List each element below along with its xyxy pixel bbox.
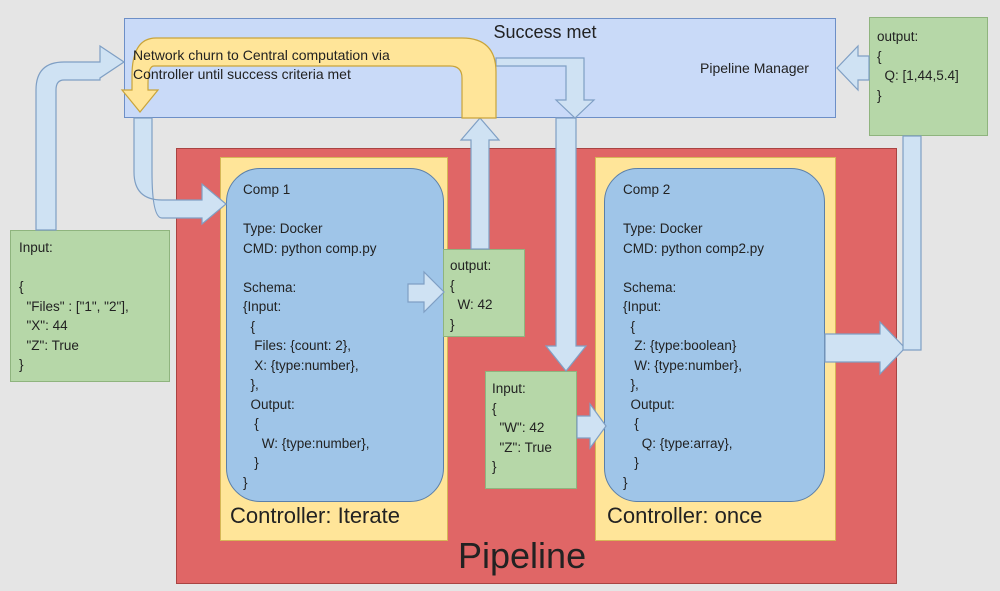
input1-note bbox=[10, 230, 170, 382]
output2-note bbox=[869, 17, 988, 136]
success-met-label: Success met bbox=[493, 22, 597, 42]
input2-note bbox=[485, 371, 577, 489]
churn-description: Network churn to Central computation via… bbox=[133, 47, 390, 82]
arrow-output2-stem bbox=[902, 135, 922, 351]
pipeline-label: Pipeline bbox=[458, 535, 587, 576]
arrow-churn-loop bbox=[120, 37, 497, 119]
comp1-text: Comp 1 Type: Docker CMD: python comp.py … bbox=[243, 182, 377, 490]
arrow-input1-to-manager bbox=[35, 44, 126, 231]
output2-text: output: { Q: [1,44,5.4] } bbox=[877, 29, 959, 103]
pipeline-manager-label: Pipeline Manager bbox=[700, 60, 809, 76]
arrow-input2-to-comp2 bbox=[576, 402, 607, 450]
controller-once-label: Controller: once bbox=[607, 503, 763, 528]
arrow-comp2-to-output2 bbox=[824, 320, 906, 376]
input2-text: Input: { "W": 42 "Z": True } bbox=[492, 381, 552, 474]
controller-iterate-label: Controller: Iterate bbox=[230, 503, 400, 528]
arrow-success-met bbox=[495, 57, 596, 119]
arrow-output2-to-manager bbox=[836, 44, 870, 92]
arrow-comp1-to-output1 bbox=[407, 270, 445, 314]
output1-text: output: { W: 42 } bbox=[450, 258, 493, 332]
arrow-manager-to-input2 bbox=[544, 117, 588, 372]
arrow-output1-to-manager bbox=[459, 117, 501, 250]
comp2-text: Comp 2 Type: Docker CMD: python comp2.py… bbox=[623, 182, 765, 490]
comp1-box bbox=[226, 168, 444, 502]
input1-text: Input: { "Files" : ["1", "2"], "X": 44 "… bbox=[19, 240, 129, 372]
arrow-manager-to-comp1 bbox=[133, 117, 227, 226]
comp2-box bbox=[604, 168, 825, 502]
